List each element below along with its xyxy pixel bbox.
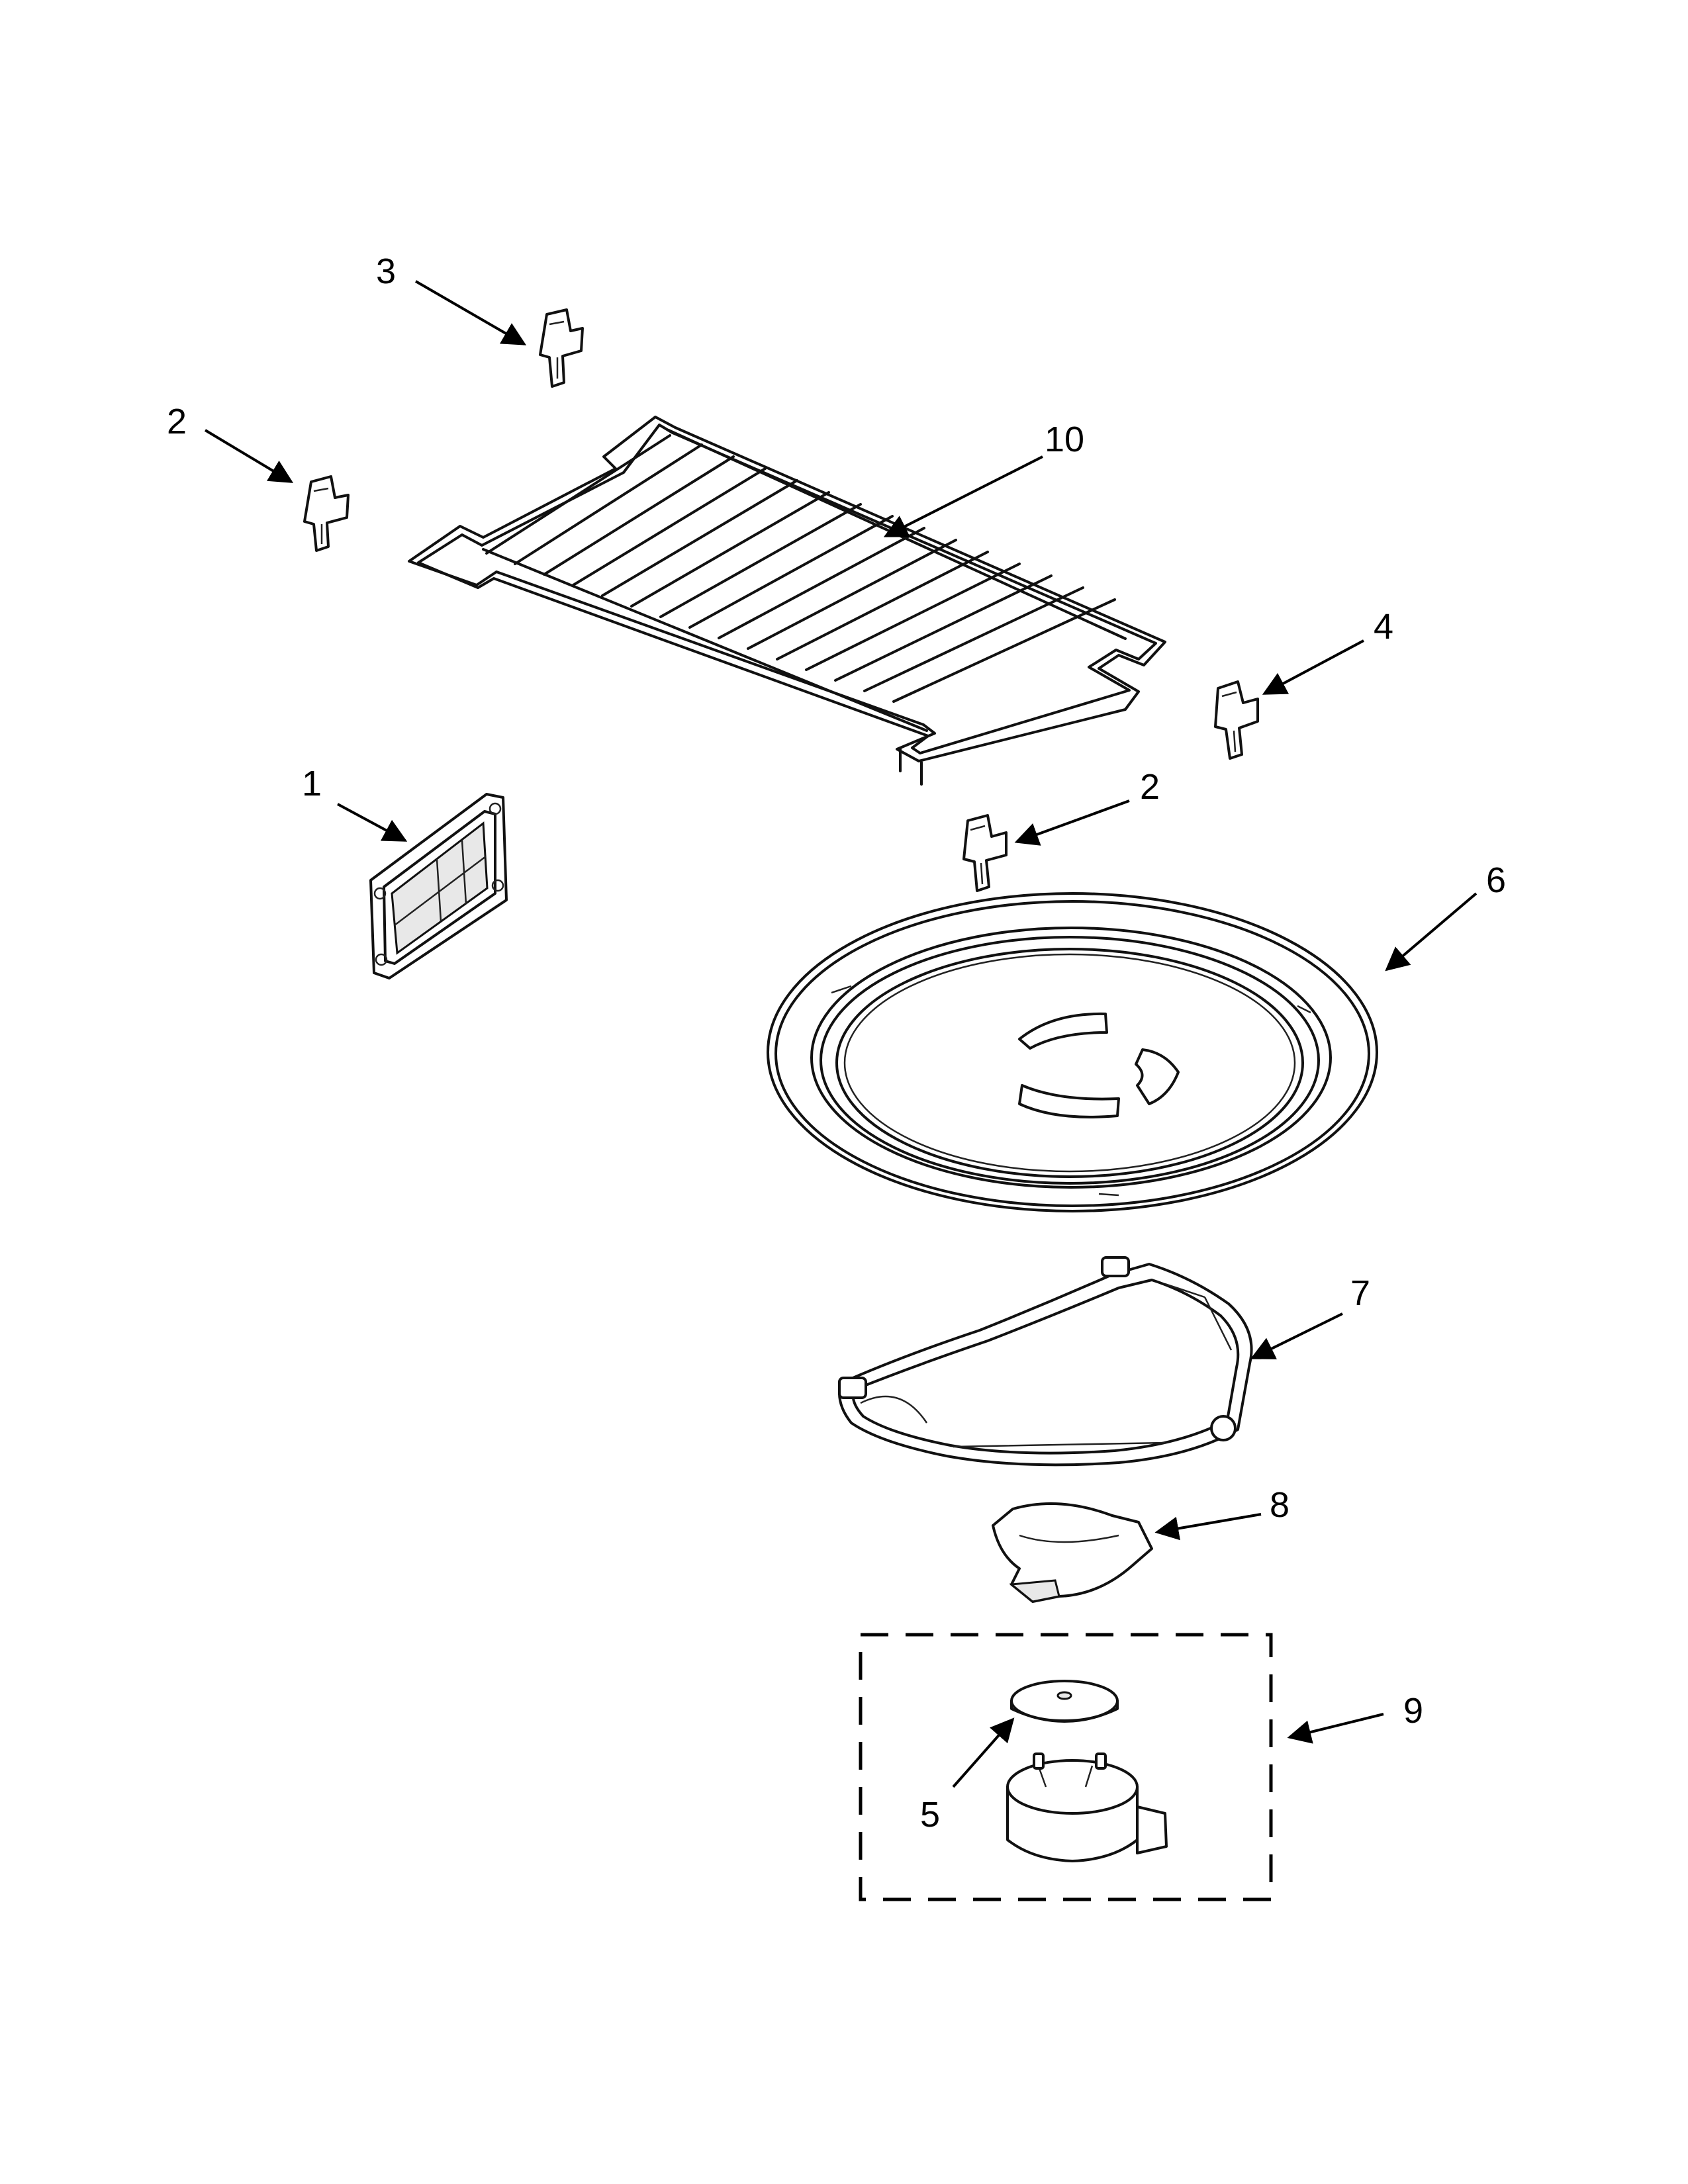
callout-5: 5: [920, 1795, 940, 1835]
leader-lines: [204, 280, 1477, 1788]
drive-disc-part-5: [1010, 1680, 1119, 1723]
callout-3: 3: [376, 251, 396, 291]
motor-kit-part-9: [859, 1633, 1273, 1901]
turntable-tray-part-6: [767, 892, 1378, 1212]
rack-clip-part-2-right: [962, 814, 1008, 892]
rack-clip-part-2-left: [303, 475, 350, 552]
callout-10: 10: [1045, 420, 1084, 459]
callout-4: 4: [1374, 607, 1393, 647]
callout-1: 1: [302, 764, 322, 803]
callout-2-right: 2: [1140, 767, 1160, 807]
rack-clip-part-4: [1214, 680, 1259, 760]
coupler-part-8: [992, 1502, 1153, 1603]
rack-clip-part-3: [539, 308, 584, 388]
rack-wires: [485, 434, 1116, 703]
callout-2-left: 2: [167, 402, 187, 441]
callout-6: 6: [1486, 860, 1506, 900]
roller-ring-part-7: [838, 1256, 1253, 1467]
callout-7: 7: [1350, 1273, 1370, 1313]
filter-part-1: [369, 793, 508, 979]
wire-rack-part-10: [408, 416, 1166, 786]
tray-hub: [1018, 1012, 1180, 1118]
callout-8: 8: [1270, 1485, 1289, 1525]
callout-labels: 3 2 10 4 1 2 6 7 8 9 5: [167, 251, 1506, 1835]
turntable-motor: [1006, 1752, 1168, 1862]
callout-9: 9: [1403, 1691, 1423, 1731]
